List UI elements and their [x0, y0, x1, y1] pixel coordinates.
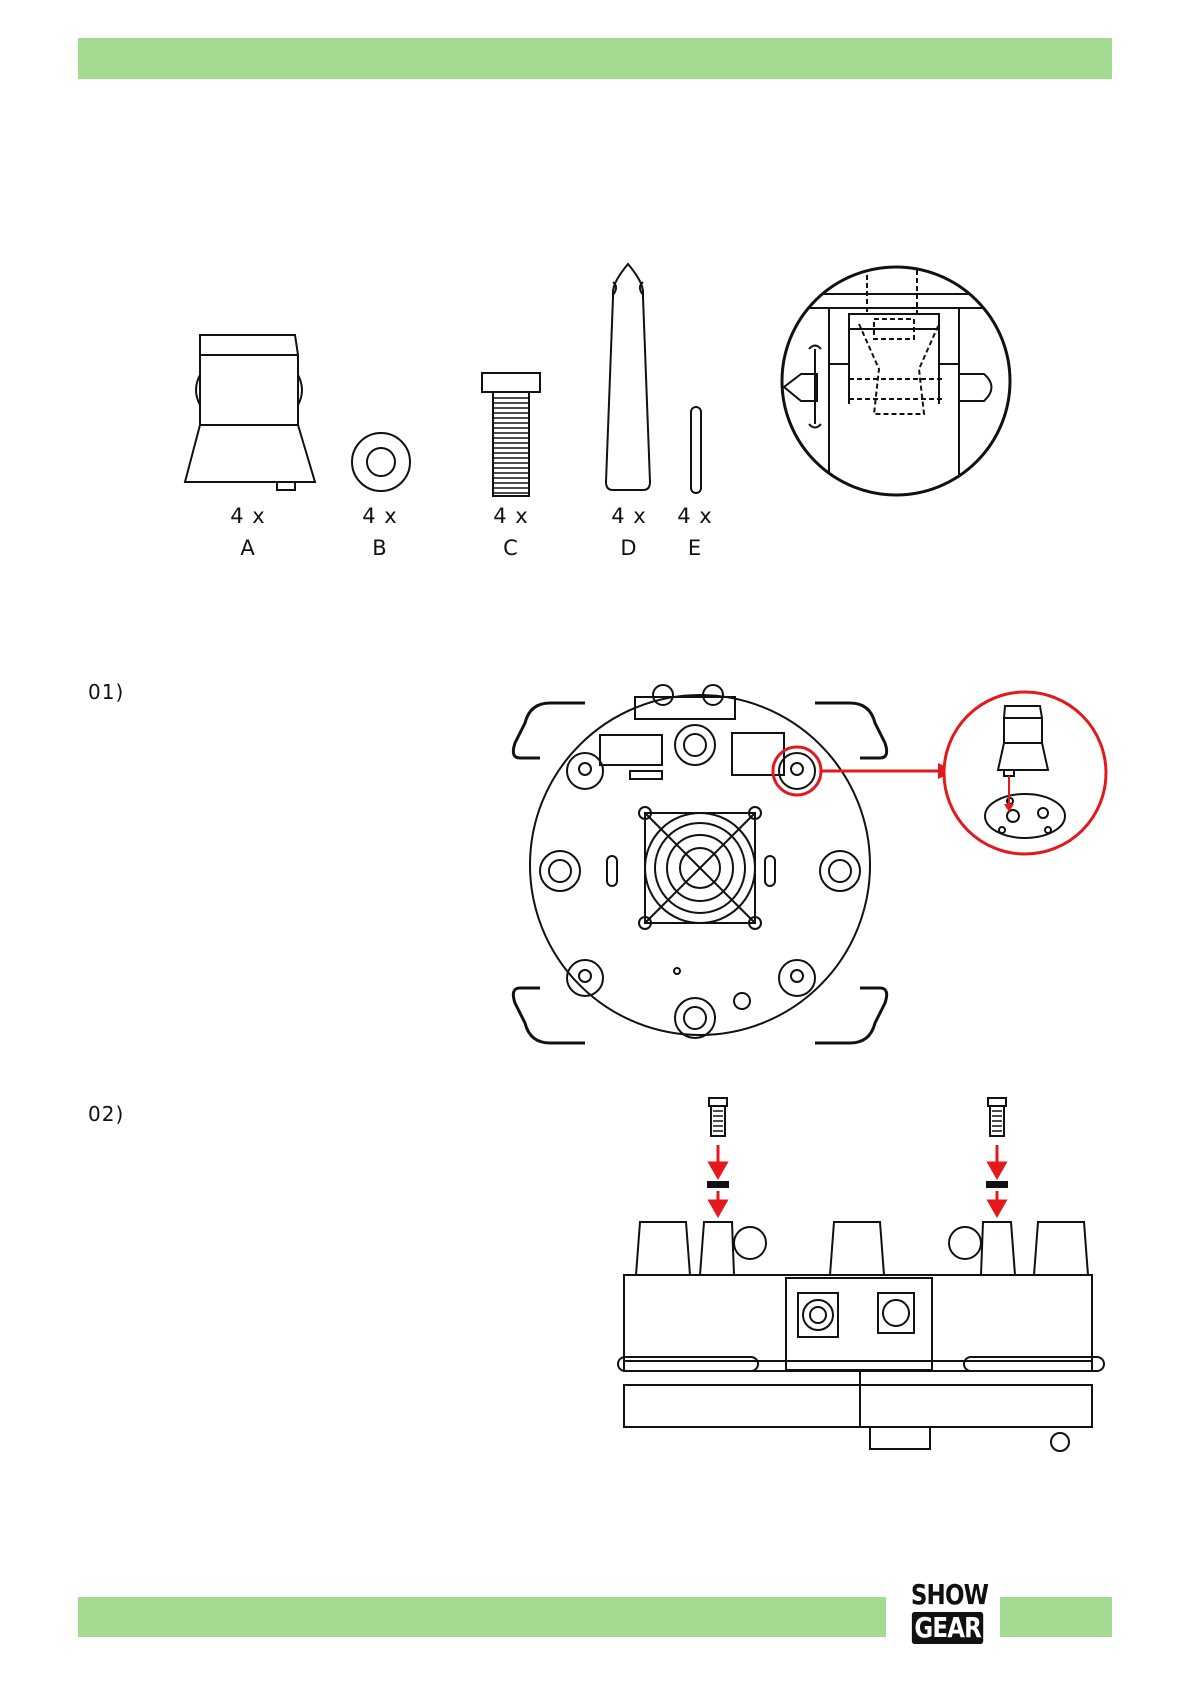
logo-word-gear: GEAR: [912, 1612, 984, 1644]
part-a-letter: A: [208, 534, 288, 562]
step-01-fixture-bottom-view: [510, 683, 890, 1063]
part-c-letter: C: [471, 534, 551, 562]
part-d-illustration: [603, 262, 653, 492]
footer-band-left: [78, 1597, 886, 1637]
step-01-detail-magnified: [940, 688, 1110, 858]
footer-band-right: [1000, 1597, 1112, 1637]
logo-word-show: SHOW: [911, 1578, 973, 1612]
part-a-illustration: [180, 330, 320, 500]
header-band: [78, 38, 1112, 79]
part-e-letter: E: [655, 534, 735, 562]
part-c-quantity: 4 x: [471, 502, 551, 530]
part-c-illustration: [480, 372, 544, 498]
part-b-illustration: [349, 430, 413, 494]
step-02-fixture-side-view: [618, 1095, 1098, 1465]
part-e-quantity: 4 x: [655, 502, 735, 530]
part-b-quantity: 4 x: [340, 502, 420, 530]
showgear-logo: SHOW GEAR: [904, 1578, 980, 1654]
step-01-label: 01): [88, 680, 124, 704]
part-e-illustration: [689, 406, 703, 494]
part-detail-magnified: [779, 264, 1013, 498]
part-a-quantity: 4 x: [208, 502, 288, 530]
step-02-label: 02): [88, 1102, 124, 1126]
part-b-letter: B: [340, 534, 420, 562]
